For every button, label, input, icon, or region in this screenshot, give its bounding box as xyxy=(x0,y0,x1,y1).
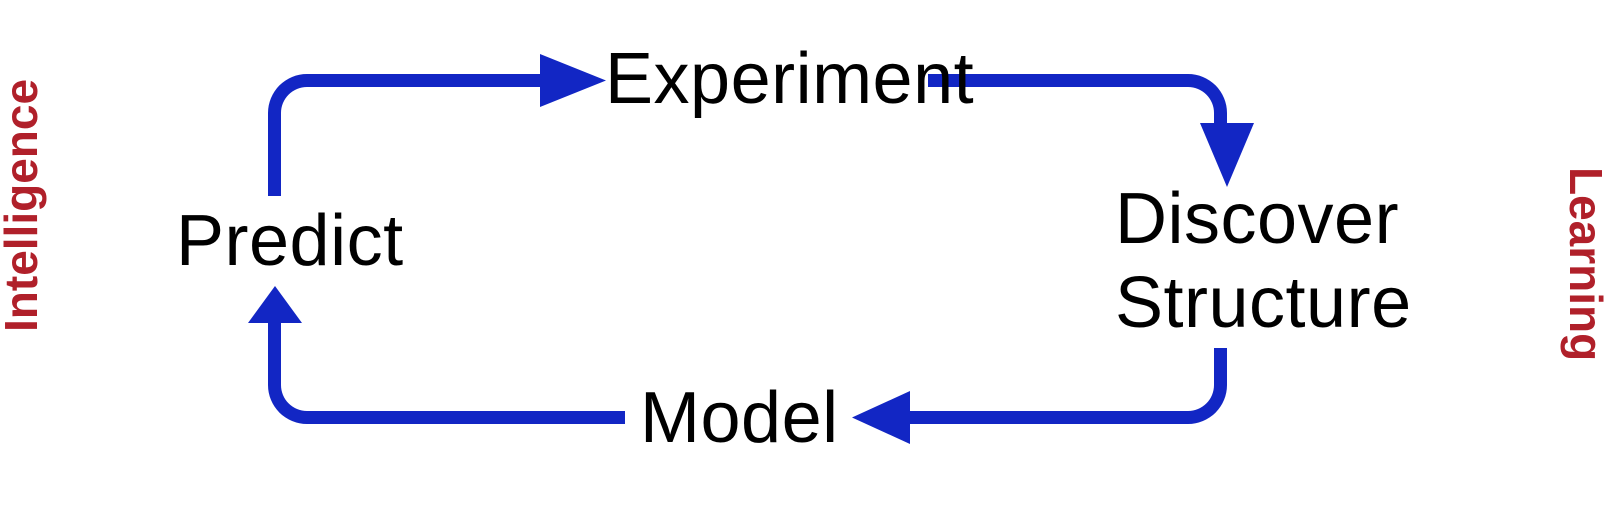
arrow-experiment-to-discover xyxy=(928,74,1254,187)
side-label-right-line2: Learning xyxy=(1560,167,1608,362)
side-label-machine-learning: Machine Learning xyxy=(1407,167,1608,362)
node-label-discover-structure: Discover Structure xyxy=(1115,179,1412,343)
node-label-predict: Predict xyxy=(176,201,404,281)
side-label-artificial-intelligence: Artificial Intelligence xyxy=(0,78,210,332)
node-label-model: Model xyxy=(640,378,839,458)
arrow-model-to-predict xyxy=(248,286,625,424)
node-label-experiment: Experiment xyxy=(605,39,975,119)
arrow-discover-to-model xyxy=(852,348,1227,444)
node-label-discover-line2: Structure xyxy=(1115,263,1412,343)
arrow-predict-to-experiment xyxy=(268,54,606,196)
side-label-left-line2: Intelligence xyxy=(0,78,47,332)
node-label-discover-line1: Discover xyxy=(1115,179,1400,259)
